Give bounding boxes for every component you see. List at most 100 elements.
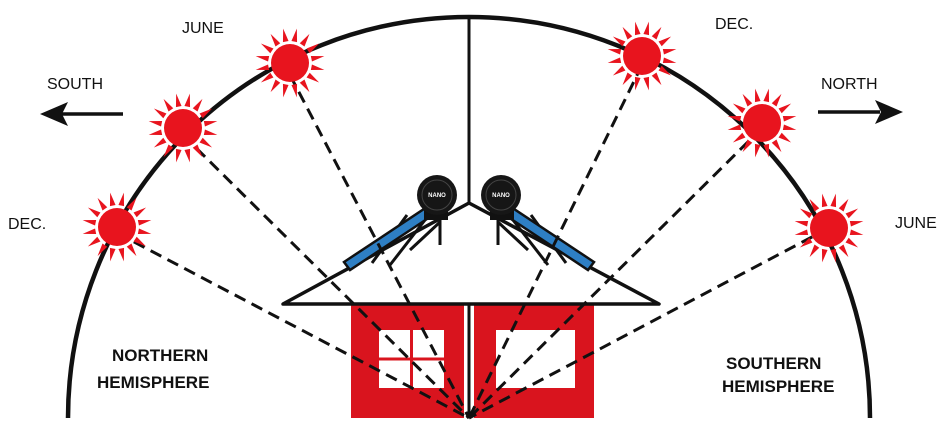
sun-ray	[138, 228, 151, 234]
sun-ray	[663, 57, 676, 63]
label-northern-line1: NORTHERN	[112, 346, 208, 365]
label-june-left: JUNE	[182, 20, 224, 37]
sun-ray	[728, 116, 741, 122]
sun-ray	[643, 22, 649, 35]
sun-icon	[98, 208, 136, 246]
sun-ray	[204, 129, 217, 135]
sun-ray	[300, 80, 310, 93]
sun-ray	[149, 129, 162, 135]
sun-ray	[635, 22, 641, 35]
label-north: NORTH	[821, 76, 878, 93]
sun-ray	[118, 248, 124, 261]
sun-icon	[164, 109, 202, 147]
sun-ray	[659, 37, 672, 47]
sun-ray	[200, 138, 213, 148]
sun-ray	[733, 104, 746, 114]
sun-dec-right	[608, 22, 677, 91]
tank-logo-left: NANO	[428, 193, 446, 199]
label-june-right: JUNE	[895, 215, 937, 232]
sun-ray	[283, 84, 289, 97]
sun-ray	[839, 245, 849, 258]
label-dec-right: DEC.	[715, 16, 753, 33]
sun-icon	[623, 37, 661, 75]
sun-ray	[98, 198, 108, 211]
label-south: SOUTH	[47, 76, 103, 93]
sun-ray	[110, 248, 116, 261]
label-dec-left: DEC.	[8, 216, 46, 233]
sun-ray	[311, 56, 324, 62]
sun-ray	[283, 29, 289, 42]
sun-ray	[850, 229, 863, 235]
sun-icon	[810, 209, 848, 247]
sun-ray	[846, 209, 859, 219]
tank-logo-right: NANO	[492, 193, 510, 199]
sun-ray	[772, 94, 782, 107]
sun-ray	[134, 208, 147, 218]
sun-ray	[810, 245, 820, 258]
sun-ray	[613, 66, 626, 76]
sun-ray	[261, 44, 274, 54]
sun-ray	[291, 84, 297, 97]
sun-ray	[184, 94, 190, 107]
house	[283, 203, 659, 418]
sun-icon	[271, 44, 309, 82]
sun-ray	[728, 124, 741, 130]
sun-ray	[83, 228, 96, 234]
sun-ray	[204, 121, 217, 127]
sun-icon	[743, 104, 781, 142]
arrow-left-icon	[40, 102, 123, 126]
sun-ray	[300, 34, 310, 47]
sun-ray	[138, 220, 151, 226]
sun-ray	[176, 94, 182, 107]
sun-ray	[635, 77, 641, 90]
sun-ray	[256, 56, 269, 62]
sun-ray	[763, 89, 769, 102]
sun-ray	[184, 149, 190, 162]
label-southern-line1: SOUTHERN	[726, 354, 821, 373]
sun-ray	[127, 244, 137, 257]
sun-june-right	[795, 194, 864, 263]
sun-ray	[88, 237, 101, 247]
sun-ray	[830, 194, 836, 207]
sun-ray	[623, 73, 633, 86]
sun-ray	[256, 64, 269, 70]
sun-ray	[772, 140, 782, 153]
sun-ray	[307, 73, 320, 83]
sun-ray	[271, 80, 281, 93]
sun-ray	[779, 133, 792, 143]
sun-ray	[193, 99, 203, 112]
sun-june-left	[256, 29, 325, 98]
sun-ray	[118, 193, 124, 206]
sun-ray	[743, 94, 753, 107]
sun-ray	[88, 208, 101, 218]
sun-ray	[795, 229, 808, 235]
sun-ray	[291, 29, 297, 42]
sun-ray	[822, 194, 828, 207]
sun-ray	[830, 249, 836, 262]
sun-ray	[733, 133, 746, 143]
sun-ray	[149, 121, 162, 127]
sun-ray	[271, 34, 281, 47]
sun-ray	[755, 144, 761, 157]
sun-ray	[755, 89, 761, 102]
sun-ray	[839, 199, 849, 212]
sun-ray	[763, 144, 769, 157]
sun-ray	[164, 99, 174, 112]
sun-ray	[652, 73, 662, 86]
sun-ray	[608, 57, 621, 63]
sun-ray	[643, 77, 649, 90]
sun-ray	[154, 109, 167, 119]
sun-ray	[850, 221, 863, 227]
sun-dec-left	[83, 193, 152, 262]
sun-ray	[176, 149, 182, 162]
sun-ray	[608, 49, 621, 55]
sun-ray	[795, 221, 808, 227]
label-southern-line2: HEMISPHERE	[722, 377, 834, 396]
sun-ray	[83, 220, 96, 226]
sun-ray	[779, 104, 792, 114]
sun-ray	[110, 193, 116, 206]
arrow-right-icon	[818, 100, 903, 124]
sun-ray	[783, 124, 796, 130]
sun-ray	[623, 27, 633, 40]
